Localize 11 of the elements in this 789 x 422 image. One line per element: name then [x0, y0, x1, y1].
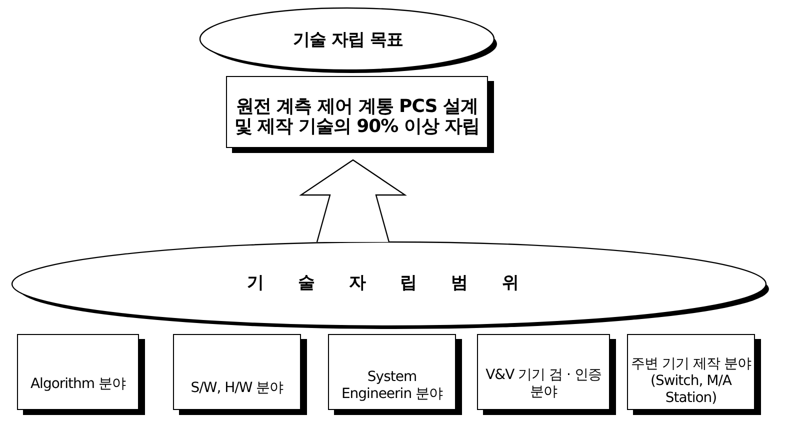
- goal-ellipse: [198, 6, 498, 74]
- node-label: S/W, H/W 분야: [190, 380, 284, 397]
- node-label: 기술 자립 목표: [293, 30, 403, 50]
- node-label: 원전 계측 제어 계통 PCS 설계 및 제작 기술의 90% 이상 자립: [233, 97, 481, 137]
- node-label: 주변 기기 제작 분야 (Switch, M/A Station): [630, 356, 752, 407]
- node-label: Algorithm 분야: [29, 376, 127, 393]
- node-label: 기 술 자 립 범 위: [247, 273, 533, 293]
- block-arrow: [299, 159, 407, 243]
- node-label: System Engineerin 분야: [340, 369, 444, 403]
- scope-ellipse: [10, 240, 770, 330]
- node-label: V&V 기기 검 · 인증 분야: [484, 367, 602, 401]
